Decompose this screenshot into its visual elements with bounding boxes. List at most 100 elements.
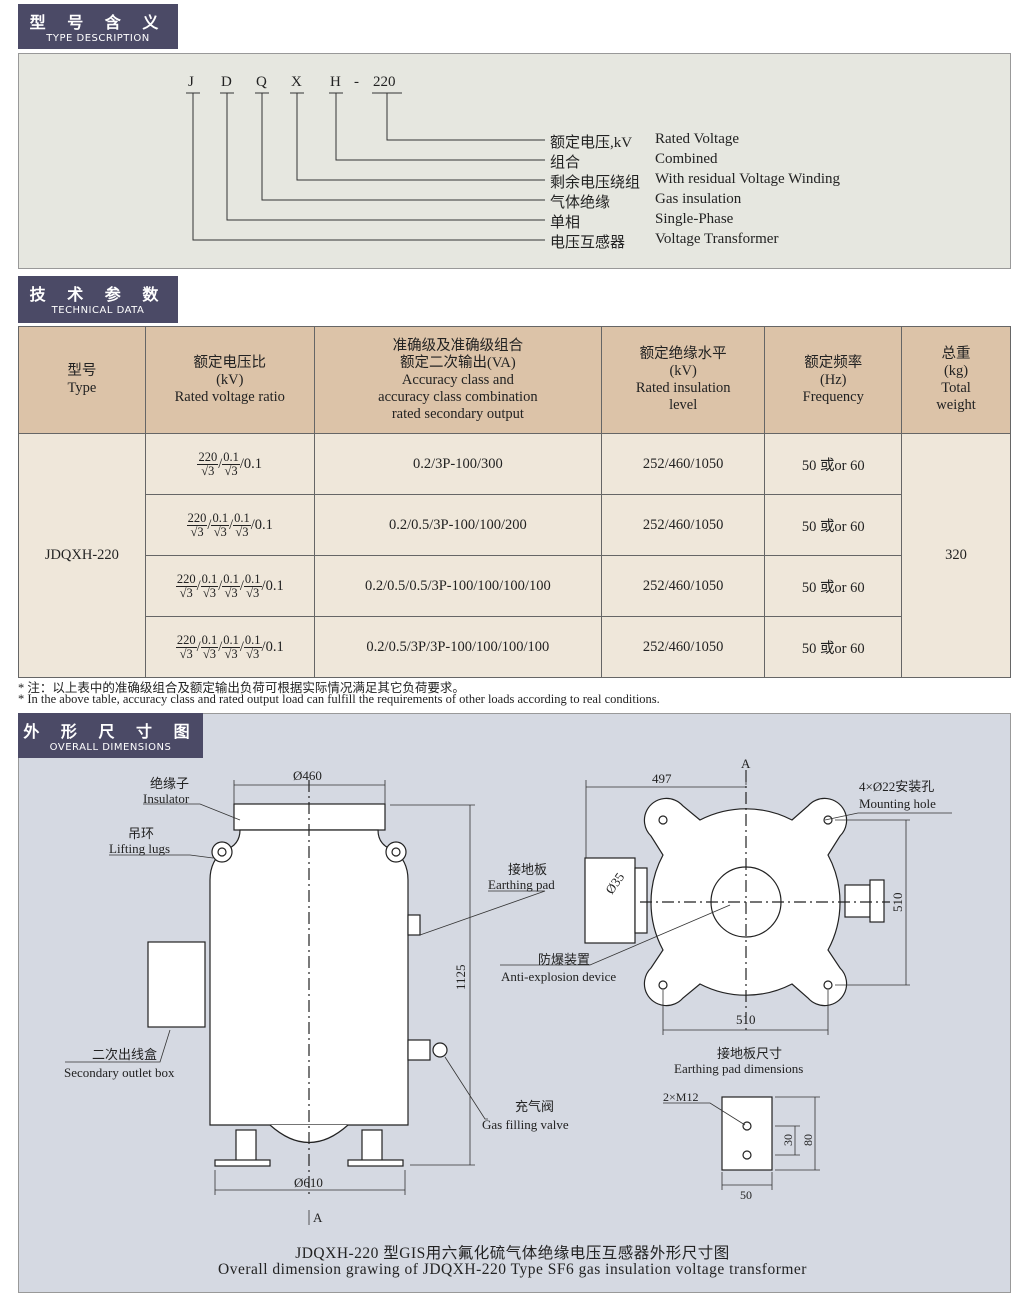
accuracy-cell: 0.2/3P-100/300 [313,433,602,495]
frequency-cell: 50 或or 60 [764,494,903,556]
column-header-line: 额定电压比 [193,354,267,371]
meaning-cn: 单相 [550,215,581,231]
residual-value: 0.1 [243,455,263,472]
dim-80: 80 [801,1134,815,1146]
ratio-cell: 220√3/0.1√3/0.1√3/0.1 [144,494,315,556]
caption-en: Overall dimension grawing of JDQXH-220 T… [218,1261,807,1278]
denominator: √3 [179,585,193,600]
label-insulator-cn: 绝缘子 [150,776,189,791]
code-letter: J [188,74,194,90]
section-a-bottom: A [313,1210,323,1225]
dim-d610: Ø610 [294,1175,323,1190]
section-title-cn: 型 号 含 义 [29,13,167,32]
label-m12: 2×M12 [663,1090,698,1104]
ratio-fraction: 220√3 [175,572,197,600]
label-explosion-en: Anti-explosion device [501,969,616,984]
denominator: √3 [179,646,193,661]
meaning-en: Single-Phase [655,211,734,227]
column-header-line: 总重 [941,346,971,362]
ratio-fraction: 220√3 [197,449,219,478]
meaning-en: Gas insulation [655,191,742,207]
ratio-fraction: 220√3 [175,633,197,661]
ratio-fraction: 220√3 [186,510,208,539]
numerator: 0.1 [222,632,240,648]
dim-1125: 1125 [453,964,468,990]
earthing-pad-top [584,857,636,944]
column-header-line: Type [67,380,97,396]
label-valve-cn: 充气阀 [515,1099,554,1114]
column-header-line: weight [936,397,976,413]
numerator: 0.1 [243,571,262,587]
label-outlet-en: Secondary outlet box [64,1065,175,1080]
meaning-cn: 电压互感器 [550,235,626,251]
ratio-fraction: 0.1√3 [200,571,219,600]
numerator: 220 [186,510,208,526]
column-header-line: Accuracy class and [401,371,514,388]
ratio-fraction: 0.1√3 [222,450,240,478]
dim-50: 50 [740,1188,752,1202]
accuracy-cell: 0.2/0.5/3P/3P-100/100/100/100 [313,616,602,678]
frequency-cell: 50 或or 60 [764,555,903,617]
numerator: 0.1 [222,571,240,587]
numerator: 0.1 [200,632,219,648]
meaning-en: Voltage Transformer [655,231,779,247]
meaning-en: With residual Voltage Winding [655,171,841,187]
label-pad-dim-en: Earthing pad dimensions [674,1061,803,1076]
weight-cell: 320 [901,433,1011,678]
column-header: 额定电压比(kV)Rated voltage ratio [144,326,315,434]
ratio-cell: 220√3/0.1√3/0.1√3/0.1√3/0.1 [144,616,315,678]
label-explosion-cn: 防爆装置 [538,952,590,967]
accuracy-cell: 0.2/0.5/0.5/3P-100/100/100/100 [313,555,602,617]
numerator: 0.1 [200,571,219,587]
column-header-line: accuracy class combination [378,388,538,405]
code-letter: Q [256,74,267,90]
note-cn: * 注：以上表中的准确级组合及额定输出负荷可根据实际情况满足其它负荷要求。 [18,681,465,695]
label-insulator-en: Insulator [143,791,190,806]
earthing-pad [407,914,421,936]
numerator: 0.1 [243,632,262,648]
insulation-cell: 252/460/1050 [600,616,766,678]
label-earth-cn: 接地板 [508,862,547,877]
section-title-en: TYPE DESCRIPTION [46,33,150,44]
column-header-line: 准确级及准确级组合 [392,337,524,354]
column-header-line: level [669,397,698,413]
insulation-cell: 252/460/1050 [600,494,766,556]
ratio-fraction: 0.1√3 [243,571,262,600]
dim-30: 30 [781,1134,795,1146]
column-header-line: 型号 [67,363,97,379]
label-mount-cn: 4×Ø22安装孔 [859,779,934,794]
code-letter: X [291,74,302,90]
label-earth-en: Earthing pad [488,877,555,892]
transformer-top-view [584,770,890,1030]
section-title-cn: 技 术 参 数 [29,285,167,304]
dim-510-horizontal: 510 [736,1012,756,1027]
transformer-side-view [147,780,448,1195]
label-outlet-cn: 二次出线盒 [92,1047,157,1062]
dim-510-vertical: 510 [890,893,905,913]
ratio-fraction: 0.1√3 [222,632,240,661]
dim-d460: Ø460 [293,768,322,783]
column-header-line: Total [941,380,971,396]
meaning-cn: 额定电压,kV [550,135,633,151]
code-letter: H [330,74,341,90]
ratio-fraction: 0.1√3 [243,632,262,661]
column-header-line: rated secondary output [391,405,524,422]
gas-filling-valve [407,1039,431,1061]
code-letter: 220 [373,74,396,90]
label-lugs-cn: 吊环 [128,826,154,841]
label-pad-dim-cn: 接地板尺寸 [717,1046,782,1061]
denominator: √3 [190,524,204,539]
label-lugs-en: Lifting lugs [109,841,170,856]
column-header: 额定频率(Hz)Frequency [764,326,903,434]
numerator: 220 [197,449,219,465]
denominator: √3 [224,585,238,600]
residual-value: 0.1 [265,577,284,594]
caption-cn: JDQXH-220 型GIS用六氟化硫气体绝缘电压互感器外形尺寸图 [295,1245,730,1262]
section-title-cn: 外 形 尺 寸 图 [23,722,198,741]
denominator: √3 [246,585,260,600]
column-header-line: Rated insulation [635,380,731,396]
column-header-line: 额定频率 [804,354,863,371]
